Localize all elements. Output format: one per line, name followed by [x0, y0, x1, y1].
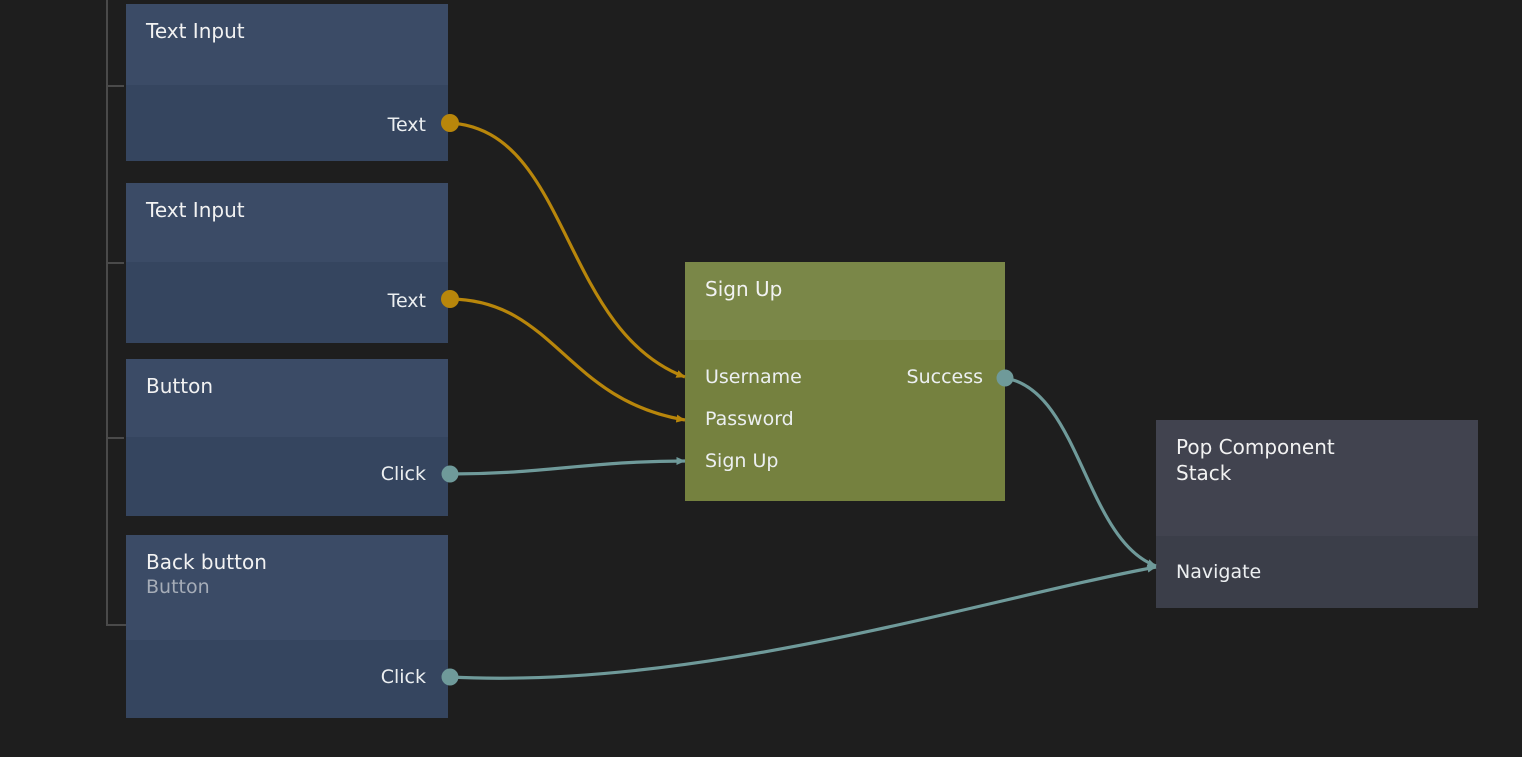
output-port-row-click[interactable]: Click — [381, 463, 426, 485]
node-back-button[interactable]: Back button Button Click — [126, 535, 448, 718]
node-title: Button — [146, 374, 213, 398]
node-title: Pop Component Stack — [1176, 435, 1335, 485]
node-body[interactable]: Text — [126, 85, 448, 161]
node-header[interactable]: Text Input — [126, 4, 448, 85]
node-title: Text Input — [146, 19, 245, 43]
wire-success-to-navigate — [1004, 376, 1157, 568]
node-text-input-1[interactable]: Text Input Text — [126, 4, 448, 161]
node-sign-up[interactable]: Sign Up Username Password Sign Up Succes… — [685, 262, 1005, 501]
input-port-label: Password — [705, 408, 794, 430]
tree-branch-tick-3 — [107, 437, 124, 439]
node-body[interactable]: Navigate — [1156, 536, 1478, 608]
wire-back-click-to-navigate — [449, 564, 1157, 680]
output-port-label: Text — [387, 114, 426, 136]
input-port-row-username[interactable]: Username — [705, 366, 802, 388]
node-body[interactable]: Click — [126, 437, 448, 516]
output-port-row-text[interactable]: Text — [388, 290, 426, 312]
tree-branch-tick-2 — [107, 262, 124, 264]
tree-branch-tick-1 — [107, 85, 124, 87]
input-port-label: Username — [705, 366, 802, 388]
output-port-row-click[interactable]: Click — [381, 666, 426, 688]
node-header[interactable]: Button — [126, 359, 448, 437]
input-port-label: Sign Up — [705, 450, 779, 472]
wire-text-input-2-to-password — [449, 297, 686, 423]
node-body[interactable]: Username Password Sign Up Success — [685, 340, 1005, 501]
node-header[interactable]: Pop Component Stack — [1156, 420, 1478, 536]
tree-spine-line — [106, 0, 108, 626]
input-port-row-navigate[interactable]: Navigate — [1176, 561, 1261, 583]
output-port-label: Click — [380, 666, 426, 688]
node-title: Back button — [146, 550, 267, 574]
output-port-label: Success — [906, 366, 983, 388]
node-body[interactable]: Click — [126, 640, 448, 718]
node-subtitle: Button — [146, 576, 210, 598]
node-header[interactable]: Back button Button — [126, 535, 448, 640]
output-port-label: Text — [387, 290, 426, 312]
node-title: Sign Up — [705, 277, 783, 301]
output-port-row-text[interactable]: Text — [388, 114, 426, 136]
input-port-row-signup[interactable]: Sign Up — [705, 450, 778, 472]
input-port-label: Navigate — [1176, 561, 1262, 583]
output-port-row-success[interactable]: Success — [907, 366, 983, 388]
tree-branch-tick-4 — [107, 624, 128, 626]
output-port-label: Click — [380, 463, 426, 485]
node-text-input-2[interactable]: Text Input Text — [126, 183, 448, 343]
node-title: Text Input — [146, 198, 245, 222]
node-body[interactable]: Text — [126, 262, 448, 343]
node-header[interactable]: Sign Up — [685, 262, 1005, 340]
node-button[interactable]: Button Click — [126, 359, 448, 516]
wire-button-click-to-signup — [449, 457, 686, 476]
node-pop-component-stack[interactable]: Pop Component Stack Navigate — [1156, 420, 1478, 608]
wire-text-input-1-to-username — [449, 121, 686, 379]
node-header[interactable]: Text Input — [126, 183, 448, 262]
input-port-row-password[interactable]: Password — [705, 408, 794, 430]
